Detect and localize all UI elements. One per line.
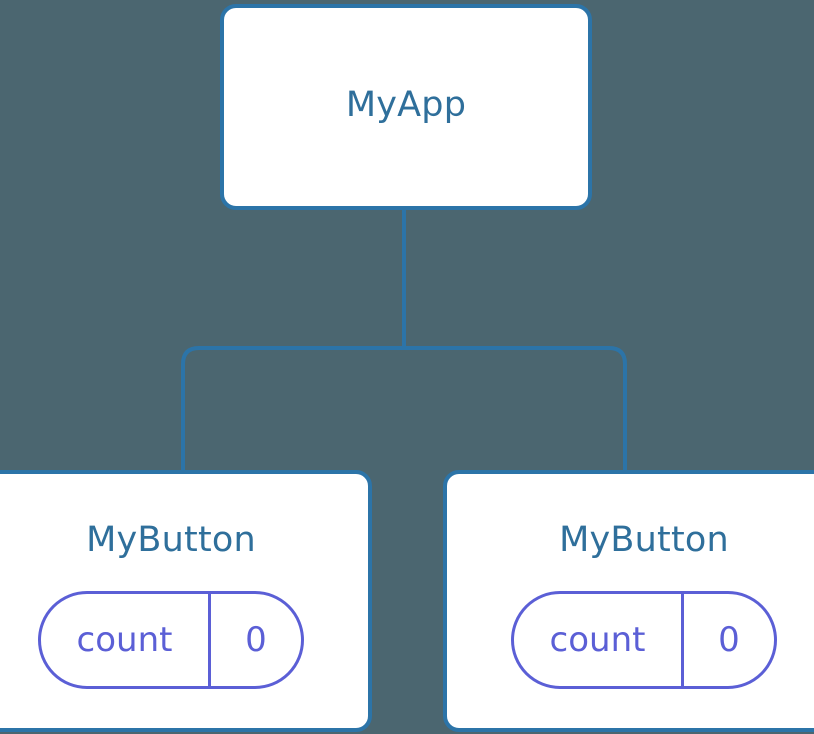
state-value: 0	[718, 620, 740, 660]
tree-node-myapp[interactable]: MyApp	[220, 4, 592, 210]
state-key: count	[41, 594, 211, 686]
edge-to-child-0	[181, 346, 404, 474]
node-label: MyButton	[559, 520, 729, 560]
node-label: MyButton	[86, 520, 256, 560]
edge-to-child-1	[404, 346, 627, 474]
node-label: MyApp	[345, 84, 467, 125]
tree-node-mybutton[interactable]: MyButton count 0	[443, 470, 814, 732]
state-badge[interactable]: count 0	[511, 591, 777, 689]
state-value: 0	[245, 620, 267, 660]
state-badge[interactable]: count 0	[38, 591, 304, 689]
tree-node-mybutton[interactable]: MyButton count 0	[0, 470, 372, 732]
state-key: count	[514, 594, 684, 686]
